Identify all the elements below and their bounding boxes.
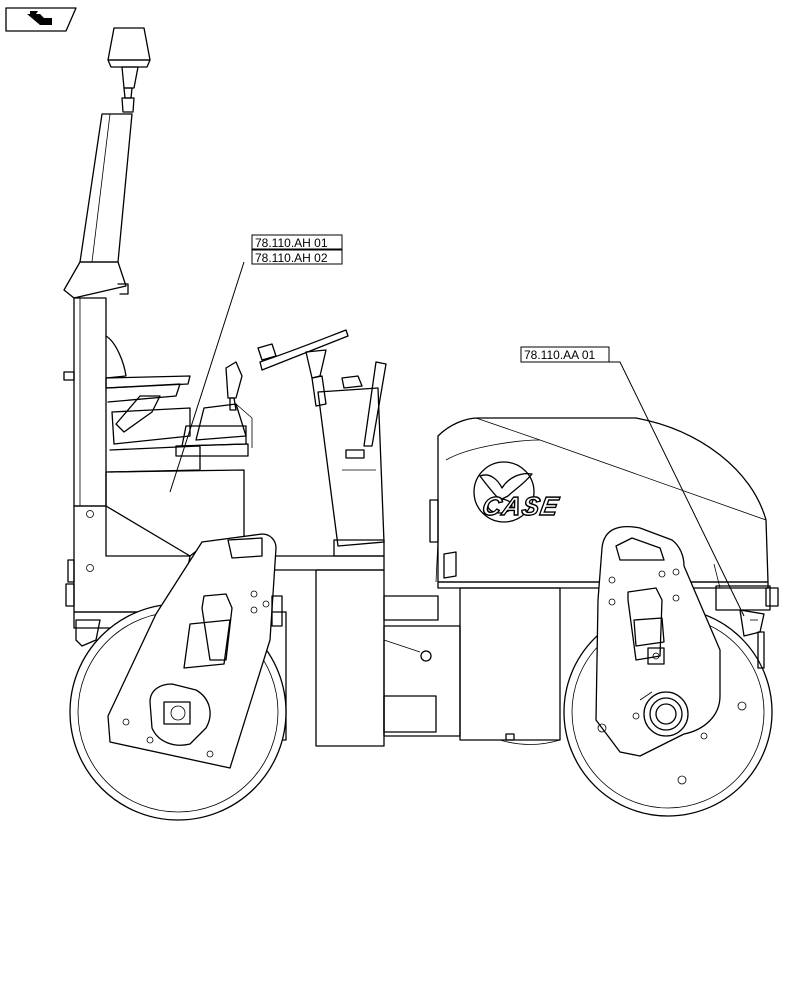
engine-hood [429,417,769,589]
navigation-tab[interactable] [5,7,77,32]
svg-text:78.110.AH 01: 78.110.AH 01 [255,236,328,250]
leader-line-ah [169,261,245,493]
beacon-mast [63,27,151,507]
forward-arrow-icon [27,11,52,25]
callout-leaders [169,261,745,617]
rear-drum-plate [107,533,283,769]
svg-text:78.110.AA 01: 78.110.AA 01 [524,348,596,362]
eagle-emblem [473,461,535,523]
brand-logo: CASE [479,490,562,521]
leader-line-aa [608,361,745,617]
front-drum-plate [595,525,747,785]
control-console [175,361,253,457]
callout-ah-01[interactable]: 78.110.AH 01 [251,234,343,250]
callout-ah-02[interactable]: 78.110.AH 02 [251,249,343,265]
svg-text:78.110.AH 02: 78.110.AH 02 [255,251,328,265]
svg-text:CASE: CASE [480,491,562,521]
operator-seat [105,335,201,473]
steering-column [257,329,387,557]
front-bumper [715,585,779,669]
callout-aa-01[interactable]: 78.110.AA 01 [520,346,610,363]
